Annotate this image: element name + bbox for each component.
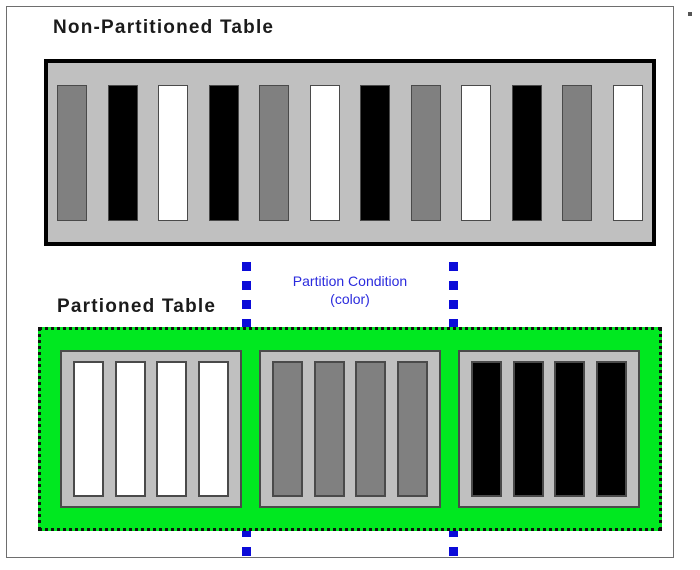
partition-bar-gray — [272, 361, 304, 497]
row-bar-white — [309, 84, 340, 221]
row-bar-white — [612, 84, 643, 221]
partitioned-table-area — [38, 327, 662, 531]
partition-white — [60, 350, 242, 508]
partition-bar-gray — [355, 361, 387, 497]
non-partitioned-table-title: Non-Partitioned Table — [53, 17, 275, 38]
partition-bar-black — [471, 361, 503, 497]
non-partitioned-bar-row — [48, 63, 652, 242]
row-bar-black — [208, 84, 239, 221]
corner-mark-icon — [688, 12, 692, 16]
row-bar-black — [511, 84, 542, 221]
partition-bar-white — [73, 361, 105, 497]
partition-bar-black — [554, 361, 586, 497]
partition-bar-gray — [313, 361, 345, 497]
partition-bar-white — [197, 361, 229, 497]
row-bar-gray — [259, 84, 290, 221]
row-bar-black — [107, 84, 138, 221]
partition-condition-label: Partition Condition (color) — [262, 272, 438, 308]
partition-bar-black — [512, 361, 544, 497]
partition-box-row — [41, 330, 659, 528]
row-bar-white — [461, 84, 492, 221]
row-bar-white — [158, 84, 189, 221]
partition-bar-white — [114, 361, 146, 497]
partition-bar-gray — [396, 361, 428, 497]
partition-condition-line1: Partition Condition — [292, 273, 408, 289]
row-bar-gray — [57, 84, 87, 221]
partition-bar-black — [595, 361, 627, 497]
row-bar-gray — [562, 84, 593, 221]
partitioned-table-title: Partioned Table — [57, 296, 217, 317]
partition-gray — [259, 350, 441, 508]
non-partitioned-table — [44, 59, 656, 246]
partition-bar-white — [156, 361, 188, 497]
partition-black — [458, 350, 640, 508]
row-bar-gray — [410, 84, 441, 221]
page-frame — [6, 6, 674, 558]
partition-condition-line2: (color) — [330, 291, 370, 307]
row-bar-black — [360, 84, 391, 221]
